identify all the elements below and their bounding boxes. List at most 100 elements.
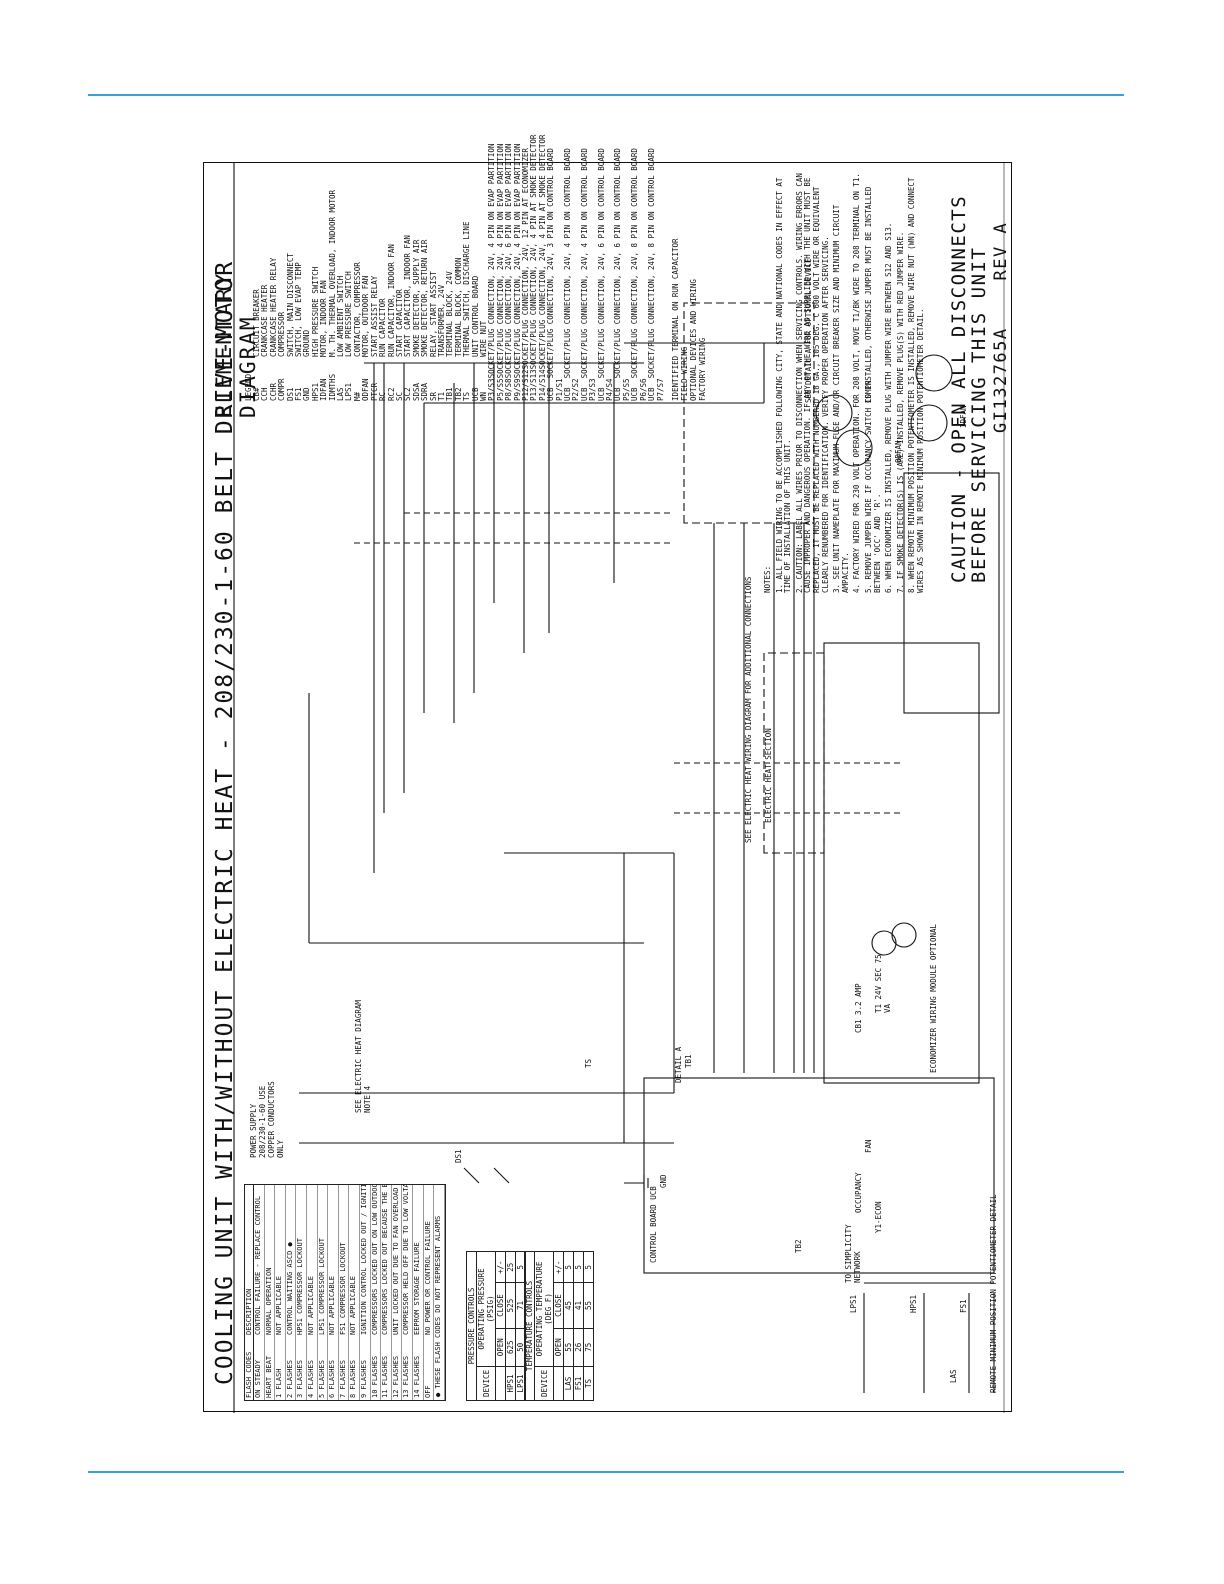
table-row: 8 FLASHES NOT APPLICABLE (349, 1185, 360, 1400)
flash-desc: NOT APPLICABLE (349, 1275, 358, 1335)
flash-desc: IGNITION CONTROL LOCKED OUT / IGNITION C… (359, 1185, 368, 1335)
power-supply-label: POWER SUPPLY 208/230-1-60 USE COPPER CON… (249, 1081, 285, 1158)
table-cell: 25 (505, 1251, 516, 1283)
table-header: OPERATING PRESSURE (PSIG) (476, 1251, 496, 1367)
simplicity-network-label: TO SIMPLICITY NETWORK (844, 1224, 862, 1283)
table-cell: 525 (505, 1282, 516, 1329)
flash-desc: UNIT LOCKED OUT DUE TO FAN OVERLOAD SWIT… (391, 1185, 400, 1335)
note-item: 5. REMOVE JUMPER WIRE IF OCCUPANCY SWITC… (863, 186, 882, 593)
table-header: OPERATING TEMPERATURE (DEG F) (534, 1251, 554, 1367)
fan-label: FAN (864, 1139, 873, 1153)
pressure-caption: PRESSURE CONTROLS (466, 1251, 477, 1401)
flash-desc: LPS1 COMPRESSOR LOCKOUT (317, 1238, 326, 1335)
tb1-label: TB1 (684, 1054, 693, 1068)
hps1-label: HPS1 (909, 1294, 918, 1313)
flash-code: 7 FLASHES (338, 1360, 347, 1398)
fs1-label: FS1 (959, 1299, 968, 1313)
flash-desc: EEPROM STORAGE FAILURE (412, 1242, 421, 1335)
table-cell: 55 (563, 1328, 574, 1367)
table-cell: 625 (505, 1328, 516, 1367)
note-item: 6. WHEN ECONOMIZER IS INSTALLED, REMOVE … (884, 222, 894, 593)
note-item: 2. CAUTION: LABEL ALL WIRES PRIOR TO DIS… (794, 173, 830, 593)
las-label: LAS (949, 1369, 958, 1383)
flash-desc: COMPRESSORS LOCKED OUT BECAUSE THE ECONO… (381, 1185, 390, 1335)
cb1-label: CB1 3.2 AMP (854, 983, 863, 1033)
drawing-number: GI132765A REV A (991, 221, 1011, 433)
rotated-diagram: COOLING UNIT WITH/WITHOUT ELECTRIC HEAT … (204, 135, 1013, 1413)
flash-code: 5 FLASHES (317, 1360, 326, 1398)
table-cell: 5 (583, 1251, 594, 1283)
table-header: +/- (553, 1251, 564, 1283)
table-row: 5 FLASHES LPS1 COMPRESSOR LOCKOUT (317, 1185, 329, 1400)
legend-marker-2: FIELD WIRING (679, 346, 689, 401)
flash-desc: NOT APPLICABLE (275, 1275, 284, 1335)
table-cell: TS (583, 1366, 594, 1401)
flash-desc: NORMAL OPERATION (264, 1267, 273, 1335)
flash-desc: COMPRESSORS LOCKED OUT ON LOW OUTDOOR TE… (370, 1185, 379, 1335)
notes: NOTES: 1. ALL FIELD WIRING TO BE ACCOMPL… (763, 173, 929, 593)
table-row: 10 FLASHES COMPRESSORS LOCKED OUT ON LOW … (370, 1185, 382, 1400)
flash-code: 12 FLASHES (391, 1355, 400, 1398)
flash-code: 10 FLASHES (370, 1355, 379, 1398)
lps1-label: LPS1 (849, 1294, 858, 1313)
legend-value: SOCKET/PLUG CONNECTION, 24V, 6 PIN ON CO… (596, 148, 606, 379)
legend-value: SOCKET/PLUG CONNECTION, 24V, 3 PIN ON CO… (546, 148, 556, 379)
remote-detail-label: REMOTE MINIMUM POSITION POTENTIOMETER DE… (989, 1194, 998, 1393)
legend-value: SOCKET/PLUG CONNECTION, 24V, 8 PIN ON CO… (630, 148, 640, 379)
legend-marker-3: OPTIONAL DEVICES AND WIRING (688, 279, 698, 401)
flash-code: 1 FLASH (275, 1368, 284, 1398)
legend-key: UCB P3/S3 (579, 378, 598, 401)
table-row: HEART BEAT NORMAL OPERATION (264, 1185, 276, 1400)
table-header: DEVICE (476, 1366, 496, 1401)
table-cell: 45 (563, 1282, 574, 1329)
table-cell: FS1 (573, 1366, 584, 1401)
notes-heading: NOTES: (763, 565, 772, 593)
detail-a-label: DETAIL A (674, 1046, 683, 1083)
table-header: CLOSE (495, 1282, 506, 1329)
table-header: OPEN (495, 1328, 506, 1367)
legend-key: UCB P7/S7 (647, 378, 665, 401)
flash-code: 8 FLASHES (349, 1360, 358, 1398)
table-cell: HPS1 (505, 1366, 516, 1401)
flash-code: HEART BEAT (264, 1355, 273, 1398)
table-cell: 5 (573, 1251, 584, 1283)
table-header: OPEN (553, 1328, 564, 1367)
table-header: DEVICE (534, 1366, 554, 1401)
table-cell: 5 (563, 1251, 574, 1283)
electric-heat-section-label: ELECTRIC HEAT SECTION (764, 728, 773, 823)
temp-caption: TEMPERATURE CONTROLS (524, 1251, 535, 1401)
see-heat-label: SEE ELECTRIC HEAT DIAGRAM NOTE 4 (354, 1000, 372, 1113)
legend-key: UCB P2/S2 (563, 378, 581, 401)
flash-desc: HPS1 COMPRESSOR LOCKOUT (296, 1238, 305, 1335)
note-item: 8. WHEN REMOTE MINIMUM POSITION POTENTIO… (907, 177, 925, 593)
table-header: CLOSE (553, 1282, 564, 1329)
flash-col1: FLASH CODES (245, 1351, 253, 1398)
table-cell: 26 (573, 1328, 584, 1367)
gnd-label: GND (659, 1174, 668, 1188)
economizer-label: ECONOMIZER WIRING MODULE OPTIONAL (929, 923, 938, 1073)
flash-col2: DESCRIPTION (245, 1288, 253, 1335)
flash-code: 13 FLASHES (402, 1355, 411, 1398)
legend-value: SOCKET/PLUG CONNECTION, 24V, 6 PIN ON CO… (613, 148, 623, 379)
